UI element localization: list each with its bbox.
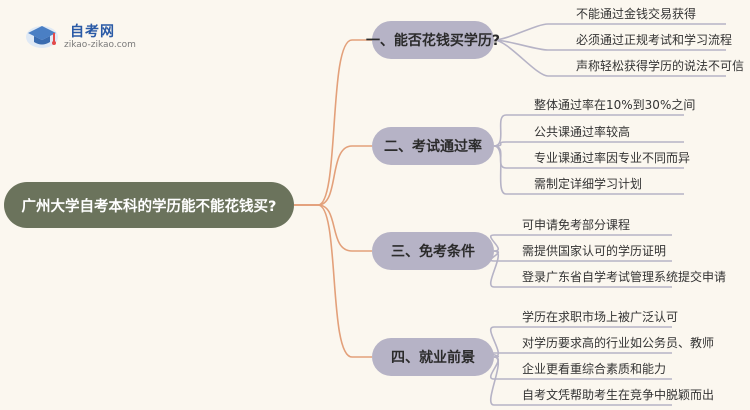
logo-title: 自考网 xyxy=(70,24,115,40)
leaf-item: 企业更看重综合素质和能力 xyxy=(522,362,667,376)
leaf-item: 自考文凭帮助考生在竞争中脱颖而出 xyxy=(522,388,715,402)
branch-leaf-connector xyxy=(489,250,672,288)
branch-leaf-connector xyxy=(490,234,672,252)
root-branch-connector xyxy=(294,204,372,252)
leaf-item: 专业课通过率因专业不同而异 xyxy=(534,151,691,165)
branch-leaf-connector xyxy=(489,356,672,406)
root-branch-connector xyxy=(294,39,372,206)
leaf-item: 学历在求职市场上被广泛认可 xyxy=(522,310,679,324)
root-branch-connector xyxy=(294,145,372,206)
branch-leaf-connector xyxy=(493,114,684,147)
leaf-item: 公共课通过率较高 xyxy=(534,125,631,139)
leaf-item: 不能通过金钱交易获得 xyxy=(576,7,697,21)
branch-node-3[interactable]: 三、免考条件 xyxy=(372,232,494,270)
leaf-item: 整体通过率在10%到30%之间 xyxy=(534,98,696,112)
leaf-item: 必须通过正规考试和学习流程 xyxy=(576,33,733,47)
branch-node-1[interactable]: 一、能否花钱买学历? xyxy=(366,21,500,59)
branch-leaf-connector xyxy=(490,352,672,358)
logo-subtitle: zikao-zikao.com xyxy=(64,40,136,50)
branch-leaf-connector xyxy=(493,23,726,41)
branch-leaf-connector xyxy=(493,141,684,147)
branch-leaf-connector xyxy=(493,39,726,77)
root-topic[interactable]: 广州大学自考本科的学历能不能花钱买? xyxy=(4,182,294,228)
root-branch-connector xyxy=(294,204,372,358)
branch-node-2[interactable]: 二、考试通过率 xyxy=(372,127,494,165)
graduation-cap-icon xyxy=(26,26,58,48)
leaf-item: 声称轻松获得学历的说法不可信 xyxy=(576,59,745,73)
leaf-item: 对学历要求高的行业如公务员、教师 xyxy=(522,336,715,350)
branch-leaf-connector xyxy=(493,145,684,195)
leaf-item: 需制定详细学习计划 xyxy=(534,177,643,191)
leaf-item: 需提供国家认可的学历证明 xyxy=(522,244,667,258)
leaf-item: 登录广东省自学考试管理系统提交申请 xyxy=(522,270,727,284)
branch-node-4[interactable]: 四、就业前景 xyxy=(372,338,494,376)
leaf-item: 可申请免考部分课程 xyxy=(522,218,631,232)
